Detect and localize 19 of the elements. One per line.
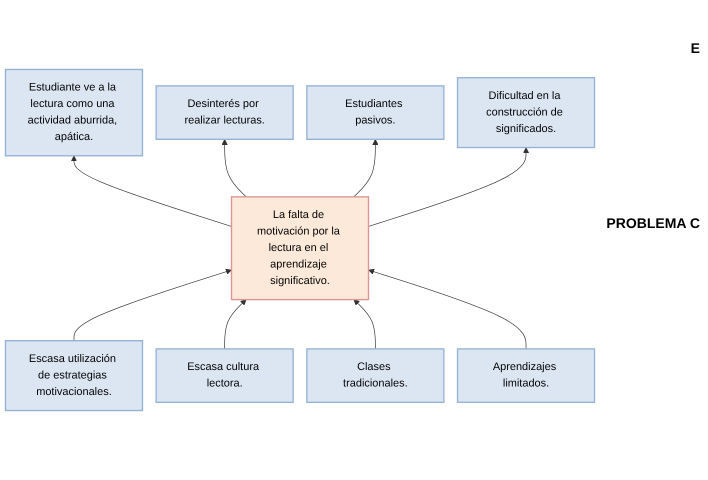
arrow — [70, 155, 232, 227]
node-box: Aprendizajes limitados. — [456, 348, 596, 404]
arrow — [368, 147, 530, 227]
node-box: Desinterés por realizar lecturas. — [155, 85, 294, 140]
node-box: Estudiante ve a la lectura como una actividad aburrida, apática. — [4, 68, 144, 156]
node-box: Dificultad en la construcción de significados. — [456, 76, 596, 148]
node-box: Estudiantes pasivos. — [306, 85, 445, 140]
arrow — [368, 268, 526, 350]
arrow — [353, 139, 378, 198]
arrow — [74, 268, 232, 342]
arrow — [354, 299, 376, 350]
note-label: PROBLEMA C — [606, 215, 700, 231]
arrow — [222, 139, 247, 198]
arrow — [224, 299, 246, 350]
node-box: Clases tradicionales. — [306, 348, 445, 404]
node-box: Escasa cultura lectora. — [155, 348, 294, 404]
note-label: E — [690, 40, 700, 56]
node-box: La falta de motivación por la lectura en el aprendizaje significativo. — [230, 196, 370, 300]
node-box: Escasa utilización de estrategias motivacionales. — [4, 340, 144, 412]
